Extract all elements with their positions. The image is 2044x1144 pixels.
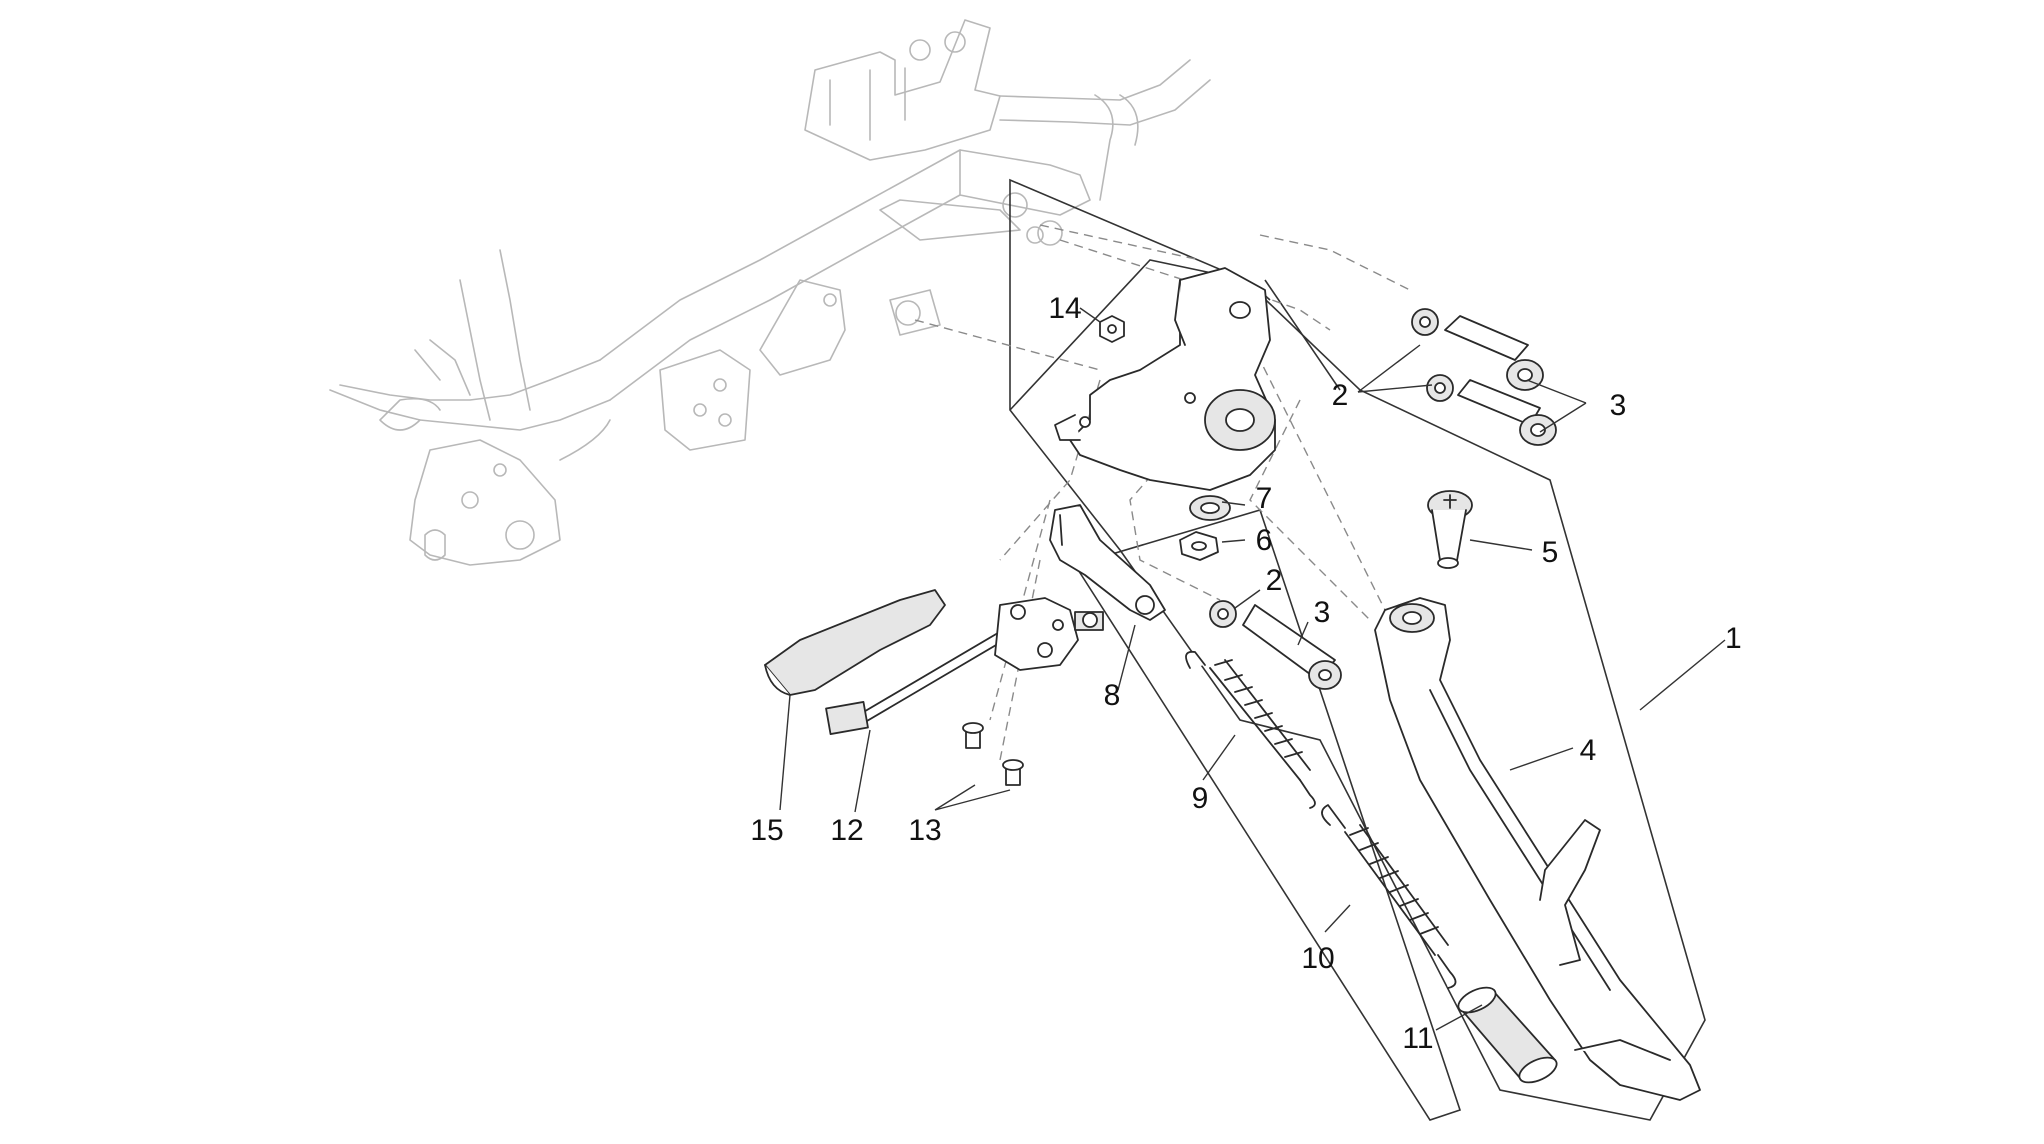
callout-5: 5 (1542, 536, 1559, 569)
callout-3-upper: 3 (1610, 389, 1627, 422)
callout-2-upper: 2 (1332, 379, 1349, 412)
part-14-nut (1099, 315, 1125, 343)
parts-6-7-washer-nut (1179, 495, 1231, 561)
part-5-pivot-bolt (1427, 490, 1473, 569)
callout-6: 6 (1256, 524, 1273, 557)
callout-13: 13 (908, 814, 941, 847)
callout-1: 1 (1725, 622, 1742, 655)
callout-7: 7 (1256, 482, 1273, 515)
callout-2-lower: 2 (1266, 564, 1283, 597)
part-10-short-spring (1321, 804, 1457, 989)
leader-lines (779, 307, 1726, 1031)
sidestand-bracket (1054, 267, 1276, 491)
frame-ghost-outline (329, 19, 1211, 566)
upper-washers-bolts (1411, 308, 1557, 446)
callout-10: 10 (1301, 942, 1334, 975)
part-9-long-spring (1185, 650, 1316, 809)
callout-14: 14 (1048, 292, 1081, 325)
part-8-sensor-plate (1049, 504, 1166, 621)
callout-3-lower: 3 (1314, 596, 1331, 629)
callout-8: 8 (1104, 679, 1121, 712)
callout-4: 4 (1580, 734, 1597, 767)
callout-9: 9 (1192, 782, 1209, 815)
part-11-rubber-sleeve (1457, 986, 1558, 1084)
callout-labels: 1 2 3 2 3 4 5 6 7 8 9 10 11 12 13 14 15 (750, 292, 1741, 1055)
lower-washer-bolt (1209, 600, 1342, 690)
callout-11: 11 (1402, 1022, 1433, 1055)
callout-15: 15 (750, 814, 783, 847)
part-13-screws (962, 722, 1024, 786)
callout-12: 12 (830, 814, 863, 847)
part-4-sidestand-leg (1374, 597, 1701, 1101)
part-15-cable-sleeve (764, 589, 946, 696)
part-12-sidestand-switch (825, 597, 1104, 736)
